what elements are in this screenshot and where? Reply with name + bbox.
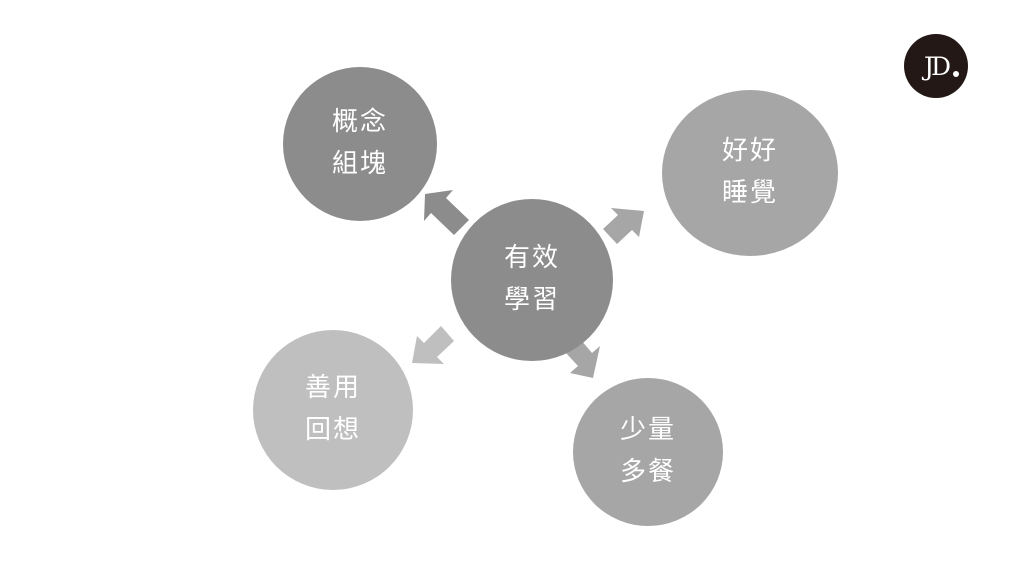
node-small-frequent-meals: 少量 多餐 — [573, 378, 723, 526]
node-concept-chunking: 概念 組塊 — [283, 67, 437, 221]
jd-logo-icon: JD — [904, 34, 968, 98]
node-label-sleep: 好好 睡覺 — [721, 136, 778, 208]
node-label-chunk: 概念 組塊 — [331, 107, 388, 179]
node-good-sleep: 好好 睡覺 — [662, 90, 838, 256]
node-effective-learning: 有效 學習 — [451, 199, 613, 361]
arrow-to-meals — [566, 340, 600, 378]
arrow-to-recall — [412, 326, 454, 364]
center-label: 有效 學習 — [503, 243, 560, 315]
arrow-to-chunk — [424, 190, 469, 235]
node-label-meals: 少量 多餐 — [619, 415, 676, 487]
arrow-to-sleep — [603, 208, 644, 244]
logo-text: JD — [923, 51, 951, 81]
logo-dot — [953, 71, 959, 77]
node-label-recall: 善用 回想 — [304, 373, 361, 445]
node-use-recall: 善用 回想 — [253, 330, 413, 490]
